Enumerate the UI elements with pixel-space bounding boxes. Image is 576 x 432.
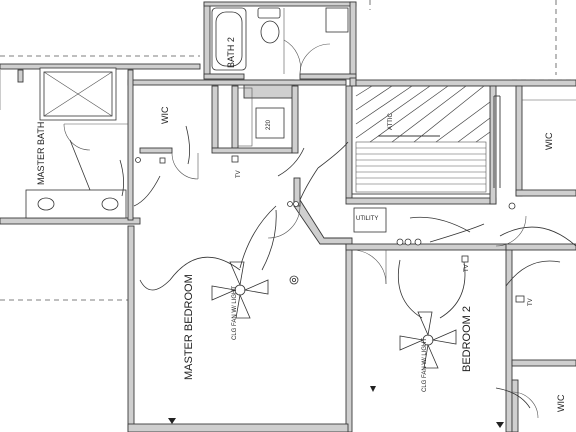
room-label-master-bedroom: MASTER BEDROOM — [183, 274, 195, 380]
master-bath-fixtures — [0, 67, 128, 219]
panel-label: 220 — [266, 119, 272, 130]
tv-label-1: TV — [236, 170, 242, 178]
room-label-bedroom2: BEDROOM 2 — [461, 306, 473, 372]
utility-label: UTILITY — [356, 216, 378, 222]
panel-box — [255, 107, 285, 139]
attic-label: ATTIC — [388, 112, 394, 130]
door-swings — [171, 152, 527, 285]
staircase — [351, 85, 501, 195]
ceiling-fan-bedroom2 — [399, 311, 457, 369]
room-label-wic-1: WIC — [160, 106, 170, 124]
room-label-wic-2: WIC — [544, 132, 554, 150]
utility-box — [353, 207, 387, 233]
wiring-runs — [69, 125, 576, 409]
fan-label-master: CLG FAN W/ LIGHT — [232, 286, 238, 340]
room-label-bath2: BATH 2 — [226, 37, 236, 68]
tv-label-2: TV — [464, 264, 470, 272]
outlet-symbols — [135, 155, 525, 303]
section-markers — [168, 386, 504, 428]
bath2-fixtures — [211, 7, 349, 75]
fan-label-bedroom2: CLG FAN W/ LIGHT — [422, 338, 428, 392]
tv-label-3: TV — [528, 298, 534, 306]
room-label-wic-3: WIC — [556, 394, 566, 412]
ceiling-fan-master — [211, 261, 269, 319]
room-label-master-bath: MASTER BATH — [36, 122, 46, 185]
